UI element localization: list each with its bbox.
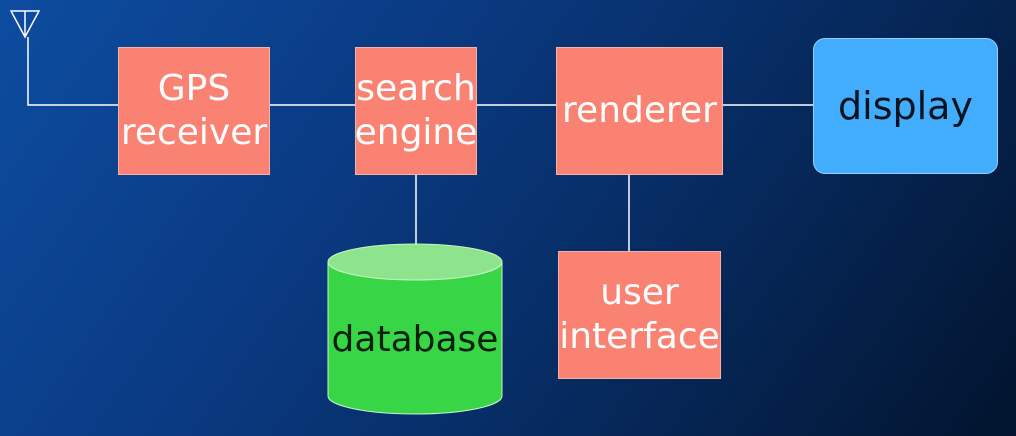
antenna-icon <box>9 10 41 39</box>
ui-label-line1: user <box>600 272 679 313</box>
search-label-line2: engine <box>354 112 478 153</box>
gps-label-line2: receiver <box>120 112 268 153</box>
gps-label-line1: GPS <box>157 68 231 109</box>
database-label: database <box>331 319 499 360</box>
database-cylinder <box>327 243 503 415</box>
display-label: display <box>838 84 973 128</box>
ui-label-line2: interface <box>559 316 720 357</box>
antenna-to-gps-line <box>27 37 118 106</box>
search-label-line1: search <box>356 68 476 109</box>
gps-receiver-box: GPS receiver <box>118 47 270 175</box>
renderer-box: renderer <box>556 47 723 175</box>
display-box: display <box>813 38 998 174</box>
renderer-label: renderer <box>562 90 717 131</box>
search-engine-box: search engine <box>355 47 477 175</box>
user-interface-box: user interface <box>558 251 721 379</box>
